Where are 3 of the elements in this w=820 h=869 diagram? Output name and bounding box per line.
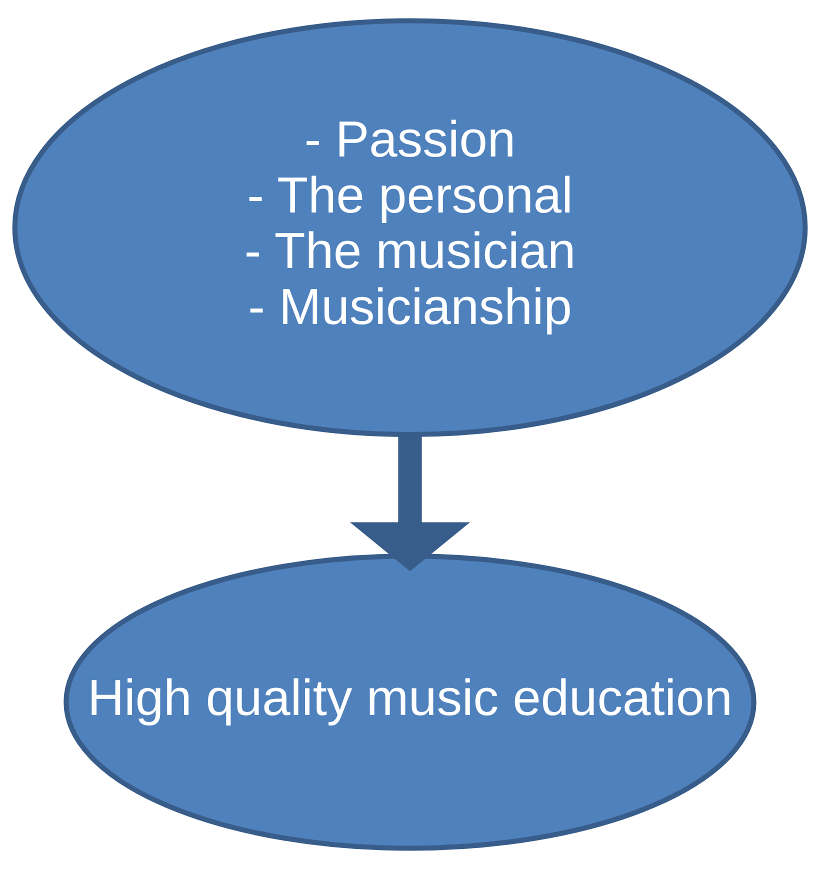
node-ellipse: - Passion - The personal - The musician - Musicianship: [12, 18, 808, 438]
node-ellipse: High quality music education: [64, 554, 756, 851]
arrow: [350, 434, 470, 572]
